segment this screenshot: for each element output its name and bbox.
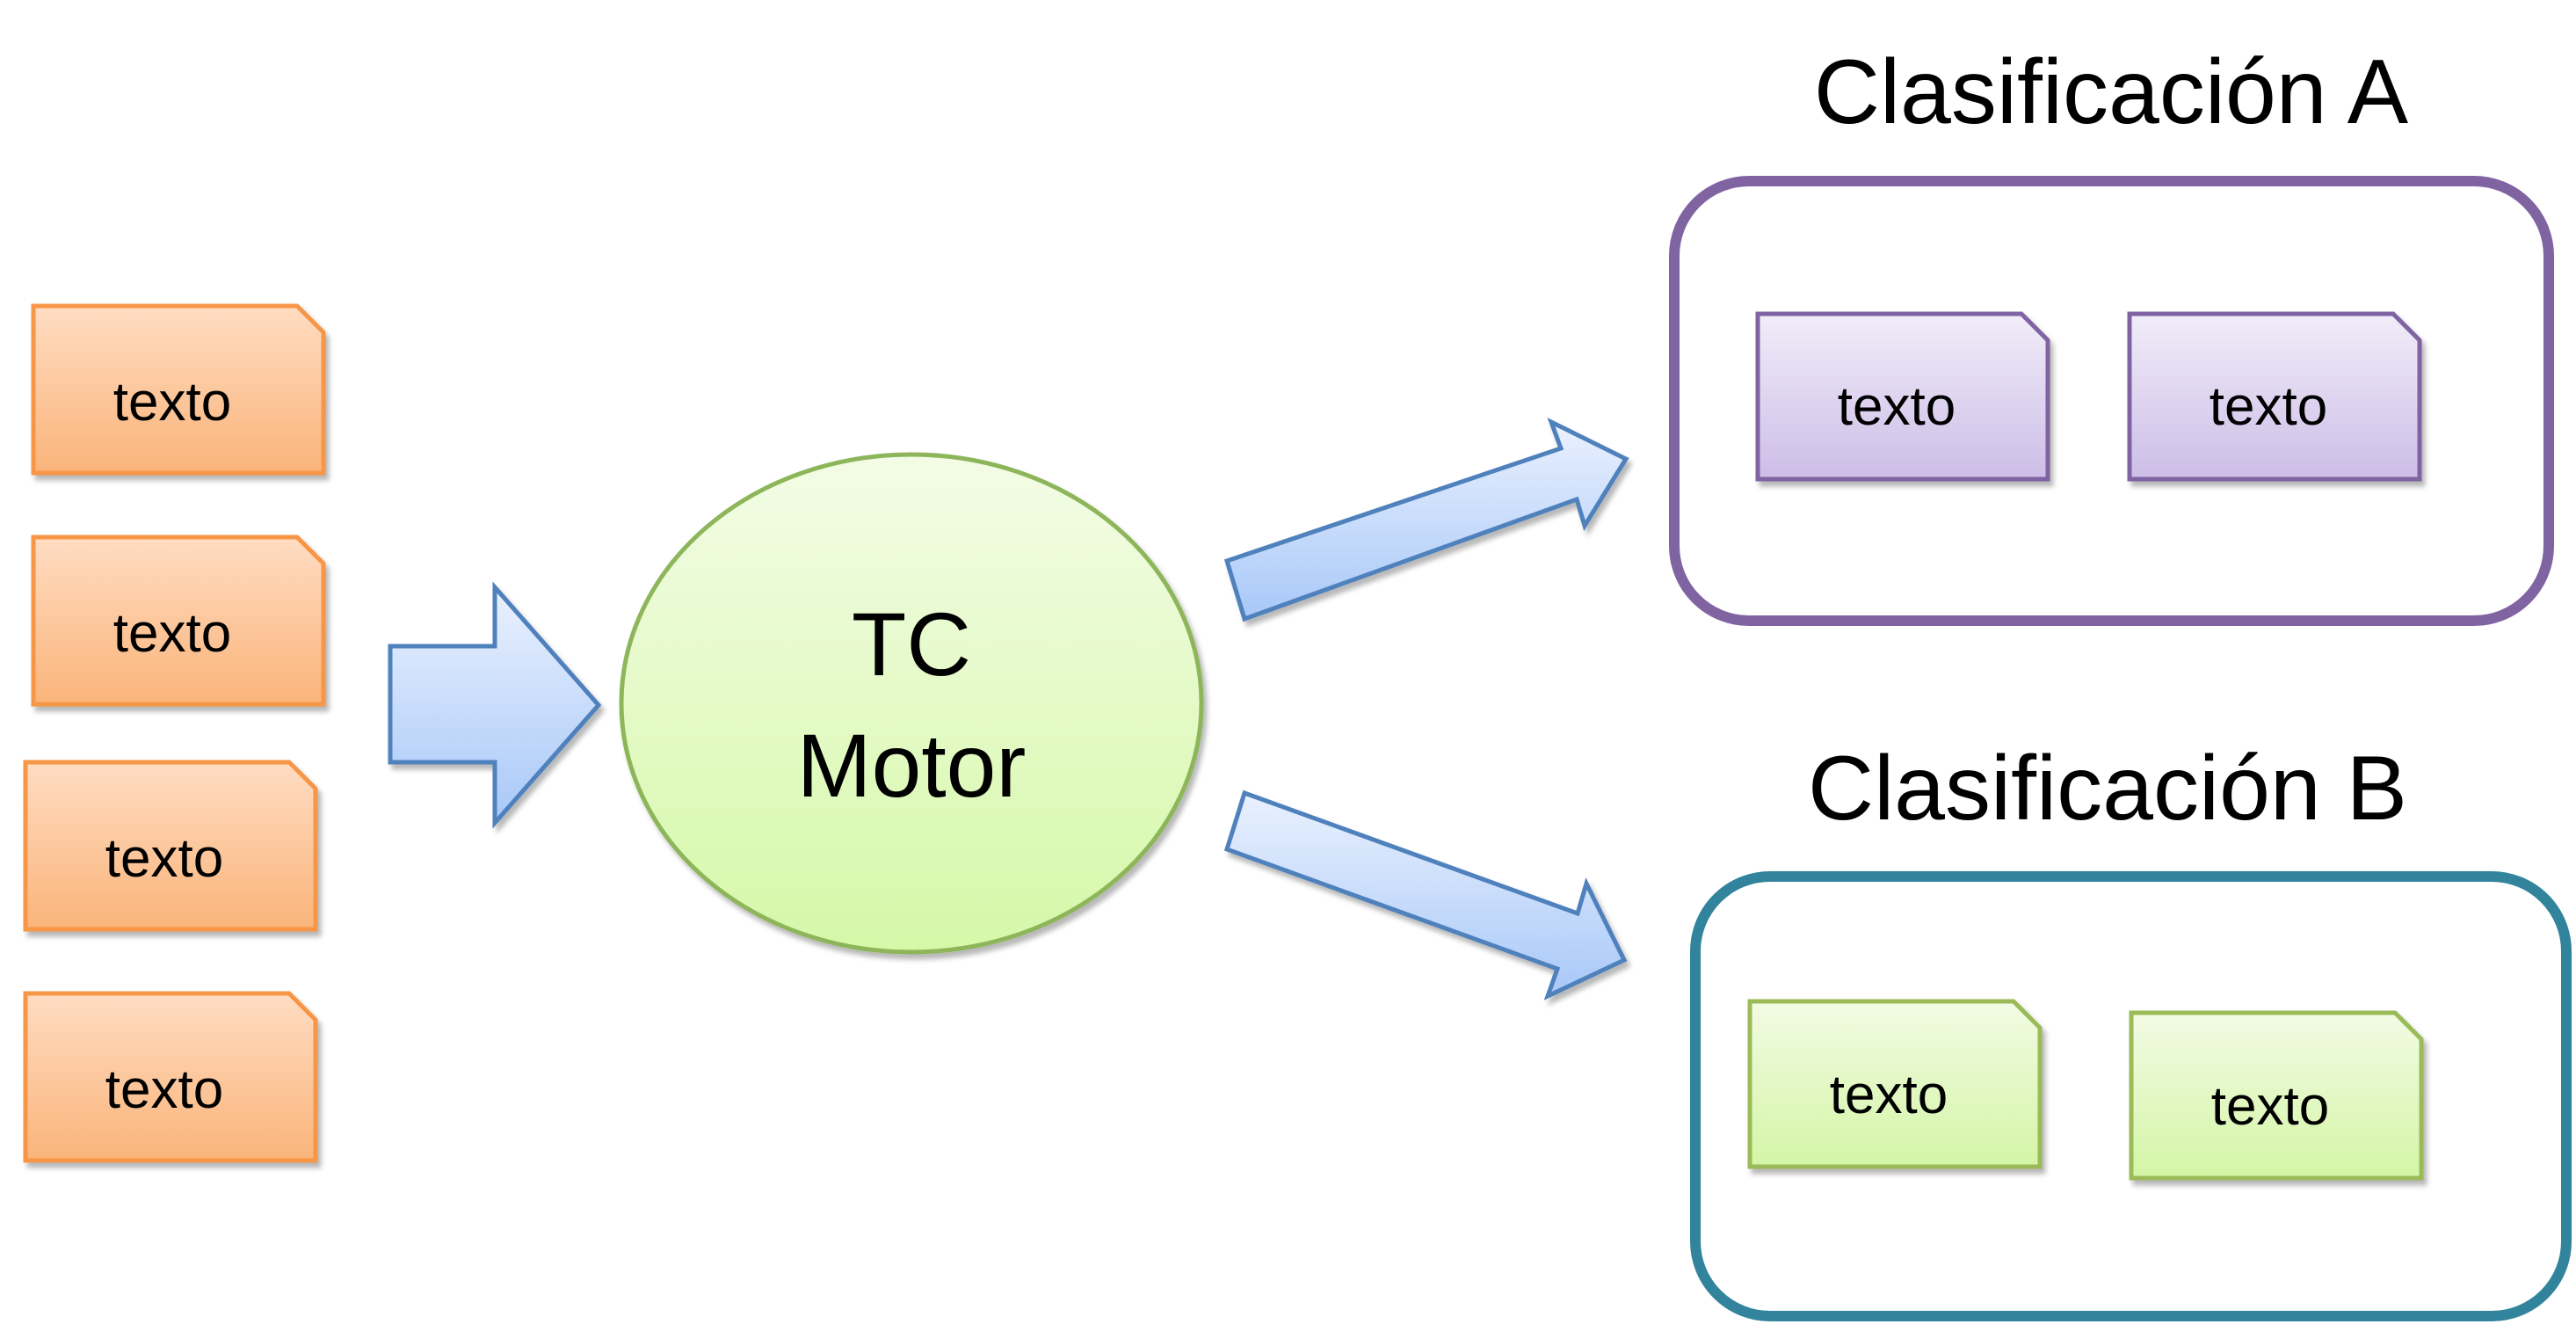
input-document: texto [31,535,326,707]
output-arrow-b [1223,789,1628,1000]
input-document: texto [23,760,318,932]
group-b-document-label: texto [1830,1065,1948,1125]
output-arrow-a [1223,417,1629,622]
group-a-document-label: texto [1838,376,1956,437]
engine-label-line1: TC [852,594,971,695]
group-b-document: texto [1747,999,2043,1169]
input-document: texto [23,991,318,1163]
group-b-title: Clasificación B [1808,738,2407,840]
input-document-label: texto [113,372,231,433]
engine-label-line2: Motor [797,716,1027,816]
input-document: texto [31,303,326,476]
group-a-document: texto [2127,311,2422,482]
tc-motor-engine: TC Motor [619,452,1204,955]
group-a-title: Clasificación A [1814,41,2409,143]
group-b-document-label: texto [2211,1076,2329,1137]
group-b-document: texto [2129,1010,2424,1181]
group-b-container [1690,871,2572,1321]
group-a-document-label: texto [2210,376,2327,437]
input-document-label: texto [105,1059,223,1120]
input-arrow [388,581,602,829]
input-document-label: texto [113,603,231,664]
group-a-container [1669,176,2554,626]
input-document-label: texto [105,828,223,889]
group-a-document: texto [1755,311,2050,482]
